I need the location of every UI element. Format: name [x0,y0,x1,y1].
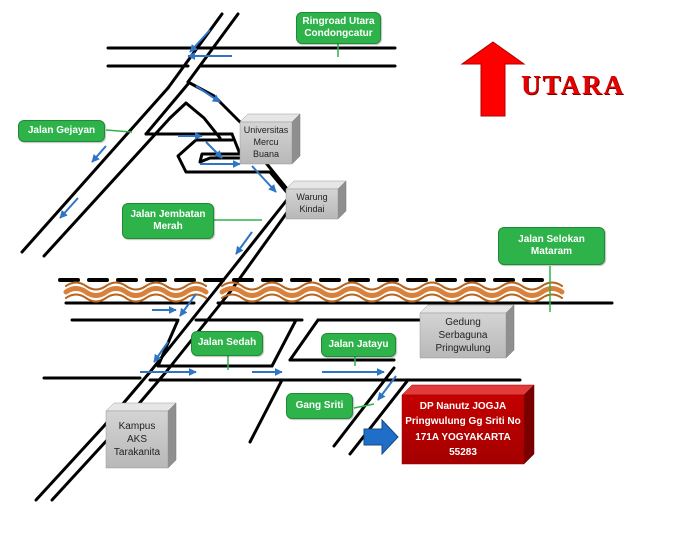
building-kampus-aks-shape [105,402,177,469]
canal-selokan-mataram [63,281,565,303]
road-ringroad-cross-a [166,12,224,90]
label-leaders [105,44,551,409]
landmark-universitas-mercu-buana: Universitas Mercu Buana [243,125,289,159]
road-jembatan-merah-a [34,138,292,502]
road-label-ringroad-utara: Ringroad Utara Condongcatur [296,12,381,44]
landmark-warung-kindai: Warung Kindai [296,192,328,214]
route-arrow [189,29,211,53]
landmark-kampus-aks: Kampus AKS Tarakanita [113,421,161,458]
canal-wave-east-2 [221,293,563,303]
building-mercu-buana-shape [239,113,301,165]
road-jatayu-west [288,318,320,362]
road-gang-sriti-a [332,366,396,448]
north-arrow-icon [460,41,526,117]
route-arrow [205,141,223,159]
road-jembatan-merah-b [50,152,298,502]
destination-box-shape [401,384,535,465]
leader-gejayan [105,129,133,133]
road-label-jalan-selokan-mataram: Jalan Selokan Mataram [498,227,605,265]
canal-wave-west-3 [65,281,207,291]
road-label-jalan-gejayan: Jalan Gejayan [18,120,105,142]
landmark-gedung-serbaguna: Gedung Serbaguna Pringwulung [435,317,491,354]
road-label-jalan-jembatan-merah: Jalan Jembatan Merah [122,203,214,239]
road-loop-link [230,132,242,156]
road-gang-sriti-b [348,378,410,456]
road-aks-a [248,378,284,444]
destination-address: DP Nanutz JOGJA Pringwulung Gg Sriti No … [405,400,521,459]
route-path [59,29,397,401]
road-label-jalan-jatayu: Jalan Jatayu [321,333,396,357]
canal-wave-east [219,286,565,298]
route-arrow [235,231,253,255]
building-gedung-shape [419,304,515,359]
road-loop-outer [186,80,242,124]
canal-wave-west [63,286,209,298]
destination-pointer-icon [363,418,399,456]
route-arrow [153,341,169,363]
route-arrow [251,165,277,193]
canal-wave-east-3 [221,281,563,291]
road-label-jalan-sedah: Jalan Sedah [191,331,263,356]
leader-gang-sriti [353,403,375,409]
canal-wave-west-2 [65,293,207,303]
road-ringroad-cross-b [186,12,240,84]
road-gejayan-left [20,86,170,254]
road-label-gang-sriti: Gang Sriti [286,393,353,419]
road-loop-inner [168,101,222,140]
building-warung-kindai-shape [285,180,347,220]
route-arrow [179,293,197,317]
route-arrow [59,197,79,219]
route-arrow [91,145,107,163]
road-sedah-east [270,318,298,368]
route-arrow [377,375,397,401]
route-arrow [195,85,221,103]
north-label: UTARA [521,70,625,100]
road-loop-top [144,82,190,136]
road-gejayan-right [42,116,172,258]
road-network [20,12,614,502]
